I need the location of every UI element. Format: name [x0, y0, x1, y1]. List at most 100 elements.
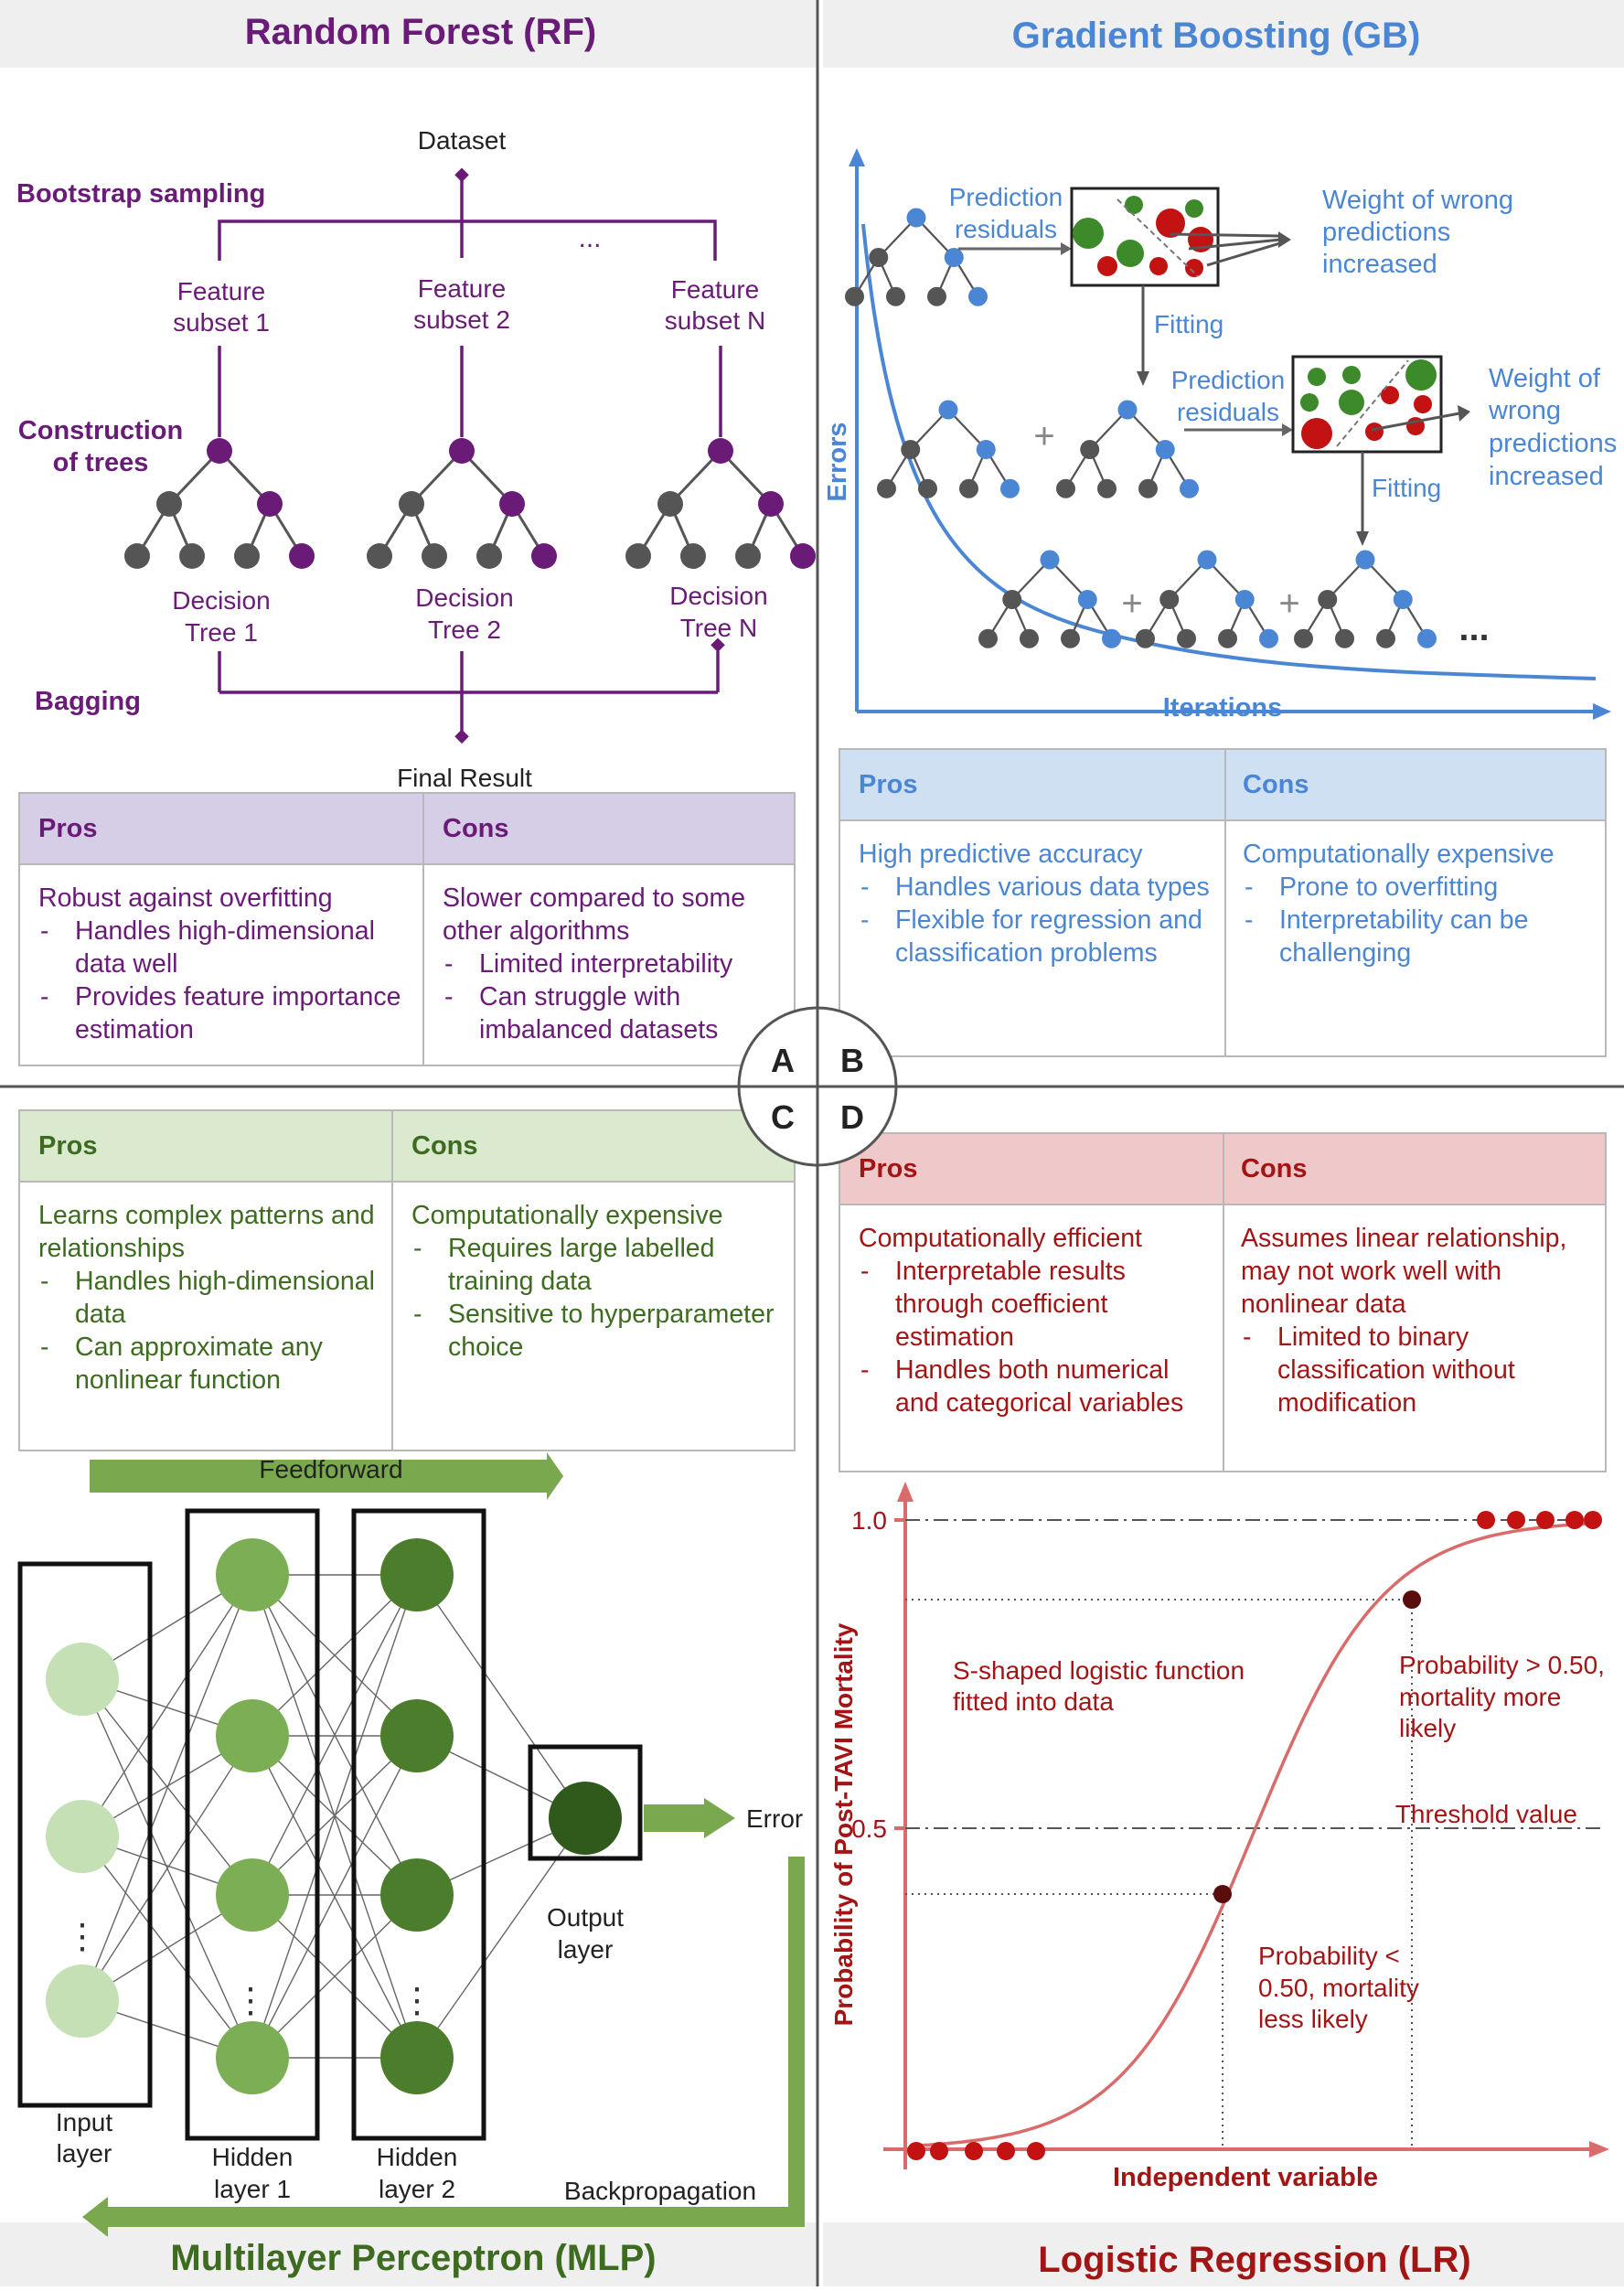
rf-trees: [124, 438, 816, 569]
hidden-layer-2-l2: layer 2: [379, 2175, 455, 2203]
rf-pros-item: Handles high-dimensional data well: [38, 915, 409, 980]
gb-cons-item: Interpretability can be challenging: [1243, 904, 1595, 969]
gb-fitting-1: Fitting: [1154, 310, 1223, 338]
tree-node: [476, 543, 502, 569]
tree-node: [735, 543, 761, 569]
lr-title: Logistic Regression (LR): [1038, 2240, 1470, 2280]
tree-node: [845, 286, 864, 306]
rf-decision-tree: [124, 438, 315, 569]
lr-pros-label: Pros: [859, 1154, 918, 1183]
output-layer-l1: Output: [547, 1903, 624, 1932]
tree-node: [906, 208, 926, 228]
rf-dataset-label: Dataset: [418, 126, 507, 155]
rf-pros-intro: Robust against overfitting: [38, 883, 333, 913]
rf-cons-item: Can struggle with imbalanced datasets: [443, 980, 785, 1046]
rf-subset-3-l1: Feature: [671, 275, 760, 304]
lr-data-point: [997, 2142, 1015, 2160]
gb-residuals-2-l1: Prediction: [1171, 366, 1286, 394]
tree-node: [680, 543, 706, 569]
rf-subset-2-l2: subset 2: [413, 305, 510, 334]
gb-sample-dot: [1342, 366, 1361, 384]
rf-cons-label: Cons: [443, 814, 509, 843]
tree-node: [124, 543, 150, 569]
tree-node: [1002, 590, 1022, 609]
gb-tree: [978, 550, 1121, 648]
gb-error-curve: [861, 223, 1597, 680]
tree-node: [1259, 628, 1278, 648]
tree-node: [886, 286, 905, 306]
input-node: [46, 1643, 119, 1716]
mlp-cons-item: Requires large labelled training data: [411, 1232, 782, 1298]
tree-node: [1180, 478, 1199, 498]
tree-node: [869, 248, 889, 267]
lr-above-l2: mortality more: [1399, 1683, 1561, 1711]
hidden-layer-2-box: [351, 1508, 486, 2141]
tree-node: [1102, 628, 1121, 648]
rf-table-header: [20, 794, 794, 865]
hidden-layer-1-l1: Hidden: [212, 2143, 294, 2171]
gb-x-arrow: [1593, 703, 1611, 720]
gb-sample-dot: [1339, 390, 1364, 415]
error-label: Error: [746, 1804, 803, 1833]
rf-diamond-bottom: [454, 729, 469, 744]
rf-construction-l1: Construction: [18, 416, 183, 445]
gb-sample-dot: [1405, 359, 1437, 391]
tree-node: [918, 478, 937, 498]
rf-final-label: Final Result: [397, 764, 532, 792]
output-layer-l2: layer: [558, 1935, 614, 1964]
gb-y-label: Errors: [823, 422, 852, 501]
mlp-cons-label: Cons: [411, 1131, 478, 1161]
lr-s-l2: fitted into data: [953, 1687, 1114, 1716]
gb-tree: [845, 208, 988, 306]
hidden-layer-2-l1: Hidden: [377, 2143, 458, 2171]
mlp-cons-column: Computationally expensive Requires large…: [411, 1199, 782, 1364]
lr-below-l2: 0.50, mortality: [1258, 1974, 1419, 2002]
tree-node: [234, 543, 260, 569]
gb-cons-label: Cons: [1243, 770, 1309, 799]
tree-node: [1355, 550, 1375, 570]
rf-title-band: [0, 0, 816, 68]
rf-diamond-top: [454, 167, 469, 183]
rf-pros-label: Pros: [38, 814, 98, 843]
rf-tree-3-l1: Decision: [669, 582, 767, 610]
gb-weight-2-l2: wrong: [1488, 396, 1561, 425]
error-arrow: [644, 1804, 704, 1832]
feedforward-arrow: [90, 1460, 549, 1493]
feedforward-label: Feedforward: [259, 1455, 402, 1483]
hidden-layer-1-box: [185, 1508, 320, 2141]
rf-tree-2-l2: Tree 2: [428, 616, 501, 644]
gb-sample-dot: [1156, 209, 1185, 238]
lr-below-l3: less likely: [1258, 2005, 1368, 2033]
tree-node: [1234, 590, 1255, 609]
input-node: [46, 1800, 119, 1873]
gb-weight-1-l1: Weight of wrong: [1322, 186, 1513, 215]
lr-cons-intro: Assumes linear relationship, may not wor…: [1241, 1224, 1567, 1319]
backprop-vertical: [788, 1857, 805, 2224]
tree-node: [1136, 628, 1155, 648]
mlp-title: Multilayer Perceptron (MLP): [170, 2238, 656, 2278]
tree-node: [1318, 590, 1338, 609]
lr-above-l1: Probability > 0.50,: [1399, 1651, 1605, 1679]
input-node: [46, 1964, 119, 2038]
mlp-cons-intro: Computationally expensive: [411, 1201, 723, 1230]
gb-pros-intro: High predictive accuracy: [859, 840, 1143, 869]
mlp-pros-item: Handles high-dimensional data: [38, 1265, 381, 1331]
tree-node: [399, 491, 424, 517]
gb-sample-dot: [1300, 393, 1319, 412]
lr-lower-point: [1213, 1885, 1232, 1903]
tree-node: [1159, 590, 1180, 609]
hidden-layer-2-label: Hidden layer 2: [377, 2143, 458, 2203]
mlp-pros-item: Can approximate any nonlinear function: [38, 1331, 381, 1397]
gb-weight-1-l2: predictions: [1322, 218, 1450, 247]
input-layer-l1: Input: [56, 2108, 112, 2136]
tree-node: [1376, 628, 1395, 648]
hidden2-vdots: ⋮: [400, 1982, 434, 2020]
gb-y-arrow: [849, 148, 865, 166]
